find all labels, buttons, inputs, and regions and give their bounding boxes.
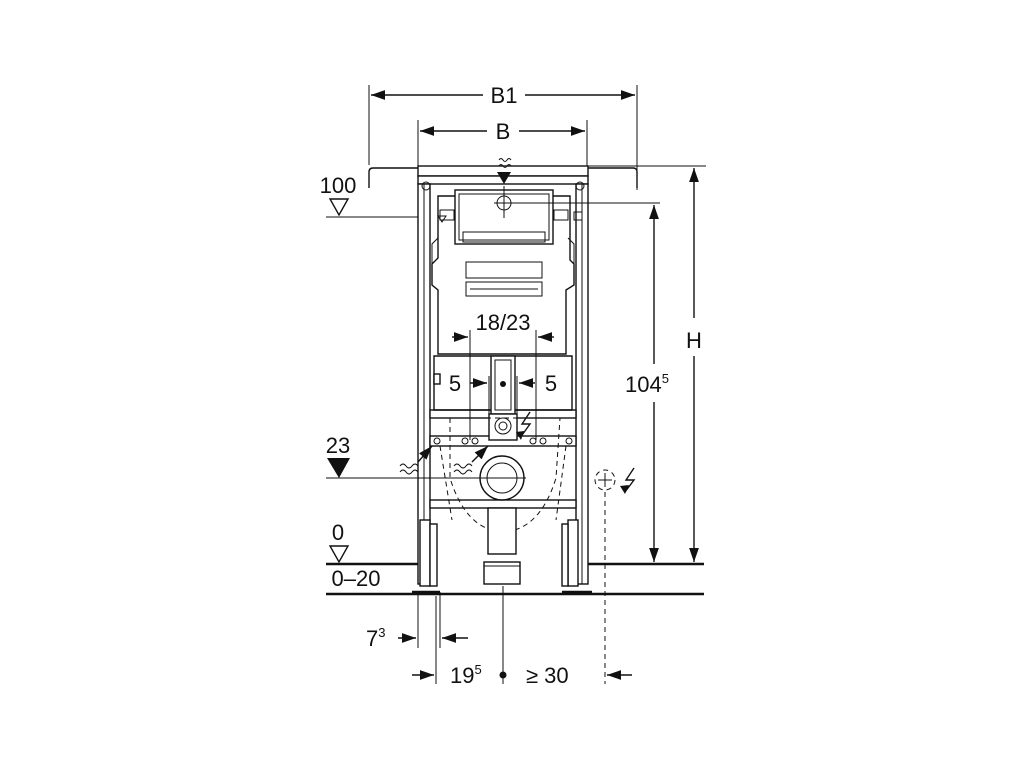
installation-frame	[368, 165, 638, 594]
level-marker-0: 0 0–20	[326, 520, 704, 596]
level-marker-23: 23	[326, 433, 526, 479]
level-supply-label: 23	[326, 433, 350, 458]
height-total-label: 1045	[625, 371, 669, 397]
dimension-7-3: 73	[366, 592, 468, 651]
flush-pipe	[488, 355, 518, 441]
wc-bowl-outline	[439, 417, 567, 533]
offset-right-label: 5	[545, 371, 557, 396]
level-top-label: 100	[320, 173, 357, 198]
dimension-b: B	[417, 119, 588, 167]
offset-left-label: 5	[449, 371, 461, 396]
water-supply-icon-left	[399, 445, 433, 475]
min-distance-label: ≥ 30	[526, 663, 569, 688]
dimension-b1: B1	[368, 83, 638, 190]
dimension-104-5: 1045	[625, 205, 669, 562]
level-floor-label: 0	[332, 520, 344, 545]
pipe-range-label: 18/23	[475, 310, 530, 335]
floor-range-label: 0–20	[332, 566, 381, 591]
dimension-18-23: 18/23	[452, 310, 554, 440]
b-label: B	[496, 119, 511, 144]
foot-offset-label: 73	[366, 625, 385, 651]
drain-connector	[479, 455, 525, 585]
dimension-h: H	[588, 165, 706, 562]
level-marker-100: 100	[320, 173, 418, 218]
h-label: H	[686, 328, 702, 353]
dimension-5-5: 5 5	[449, 371, 557, 440]
electric-socket-icon	[594, 467, 636, 494]
water-supply-top-marker	[494, 158, 660, 218]
lightning-icon	[516, 411, 532, 440]
axis-offset-label: 195	[450, 662, 482, 688]
b1-label: B1	[491, 83, 518, 108]
water-supply-icon-right	[453, 445, 489, 475]
dimension-19-5-and-30: 195 ≥ 30	[412, 492, 632, 688]
